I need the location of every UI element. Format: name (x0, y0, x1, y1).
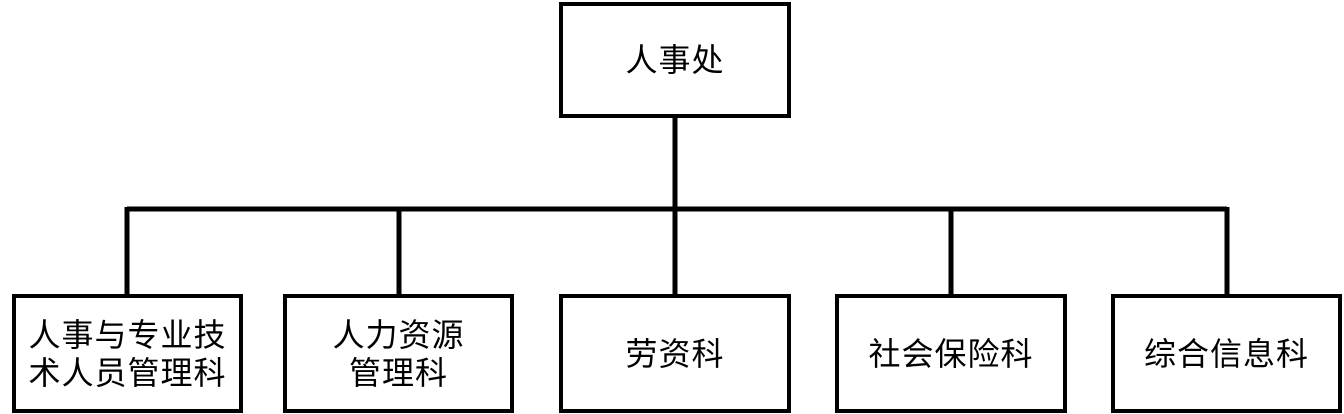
child-node-personnel-professional-tech: 人事与专业技 术人员管理科 (12, 294, 243, 413)
child-node-label-line: 社会保险科 (868, 334, 1034, 373)
child-node-labor-wages: 劳资科 (559, 294, 791, 413)
root-node-box: 人事处 (559, 2, 791, 118)
child-node-label-line: 综合信息科 (1143, 334, 1309, 373)
child-node-label-line: 管理科 (348, 353, 448, 392)
child-node-label-line: 人事与专业技 (28, 315, 227, 354)
root-node-label: 人事处 (625, 41, 725, 79)
child-node-label-line: 人力资源 (332, 315, 465, 354)
child-node-label-line: 劳资科 (625, 334, 725, 373)
child-node-general-information: 综合信息科 (1111, 294, 1342, 413)
child-node-social-insurance: 社会保险科 (835, 294, 1067, 413)
child-node-label-line: 术人员管理科 (28, 353, 227, 392)
child-node-human-resources: 人力资源 管理科 (283, 294, 514, 413)
